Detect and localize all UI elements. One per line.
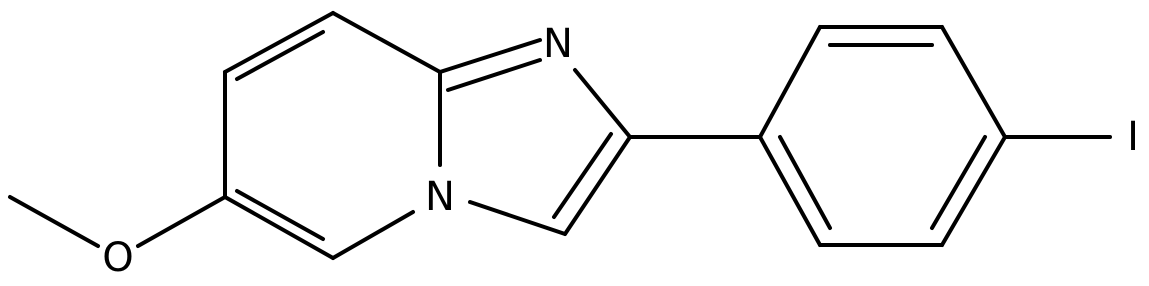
atom-label-iodine: I (1127, 114, 1139, 160)
atom-label-n-bridge: N (425, 174, 455, 220)
bond-c3-n-bridge (468, 200, 567, 236)
bond-c5-c6-inner (235, 30, 325, 81)
bond-c7-c8-inner (235, 189, 325, 241)
atom-label-oxygen: O (102, 235, 133, 281)
phenyl-ring (758, 25, 1007, 247)
bond-c8-n-bridge (331, 210, 415, 260)
bond-oxygen-methyl (8, 195, 100, 248)
atom-label-n-imine: N (543, 21, 573, 67)
bond-ph3-ph4 (940, 25, 1007, 139)
bond-c7-c8 (223, 195, 335, 260)
bond-c8a-n-imine-inner (446, 58, 542, 92)
bond-c5-c6 (223, 11, 335, 74)
bond-ph1-ph2 (758, 25, 822, 139)
bond-c7-oxygen (136, 195, 227, 248)
bond-c2-c3 (563, 135, 632, 236)
bond-ph4-ph5-inner (930, 135, 987, 230)
bond-ph4-ph5 (940, 135, 1007, 247)
bond-c8a-c5 (331, 11, 442, 74)
bond-ph6-ph1 (758, 135, 822, 247)
pyridine-ring (223, 11, 442, 260)
bond-n-imine-c2 (573, 68, 632, 139)
imidazole-ring (438, 38, 632, 236)
bond-c2-c3-inner (552, 132, 613, 219)
bond-ph6-ph1-inner (778, 135, 832, 230)
bond-c8a-n-imine (438, 38, 542, 74)
